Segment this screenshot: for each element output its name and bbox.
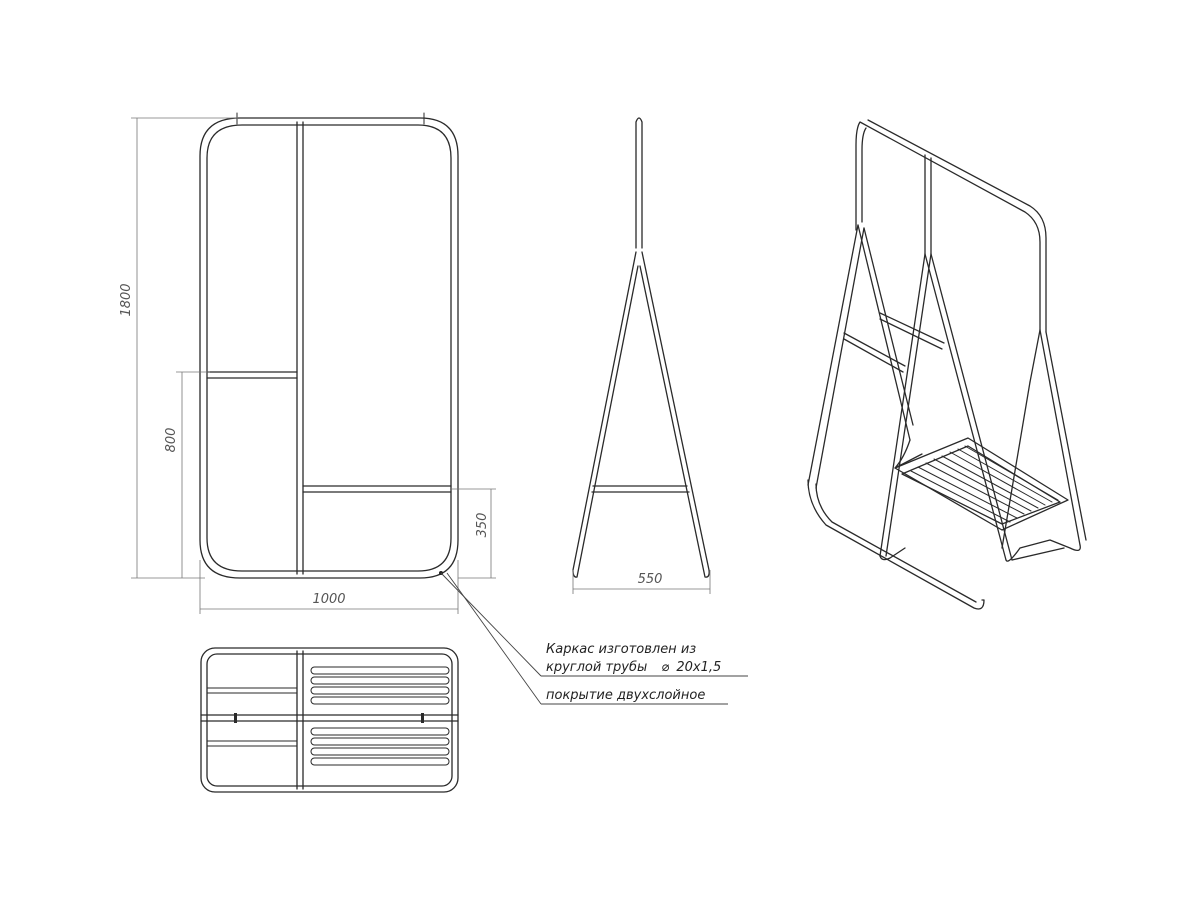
iso-crossbar-mid-b xyxy=(879,318,943,350)
front-inner-frame xyxy=(206,124,452,572)
dimension-height-mid: 800 xyxy=(164,371,210,578)
iso-mid-leg-right-a xyxy=(924,253,1007,561)
notes-block: Каркас изготовлен из круглой трубы ⌀ 20х… xyxy=(439,571,748,705)
dimension-width-front: 1000 xyxy=(199,560,459,614)
top-pin-left xyxy=(234,713,237,723)
dimension-width-side-label: 550 xyxy=(638,572,663,587)
leader-frame xyxy=(440,572,542,677)
side-view: 550 xyxy=(572,117,711,594)
front-view: 1800 800 350 1000 xyxy=(119,112,496,614)
iso-crossbar-front-a xyxy=(843,332,906,367)
iso-mid-leg-right-b xyxy=(930,253,1013,561)
dimension-height-shelf: 350 xyxy=(452,488,496,579)
top-inner-frame xyxy=(206,653,453,787)
iso-rear-leg-left xyxy=(1029,329,1041,383)
top-outer-frame xyxy=(200,647,459,793)
iso-frame-outer xyxy=(807,121,1041,610)
iso-crossbar-mid-a xyxy=(879,312,945,344)
iso-shelf-curve xyxy=(894,439,923,469)
note-frame-line1: Каркас изготовлен из xyxy=(546,642,696,657)
iso-runner-front xyxy=(879,547,906,561)
iso-runner-rear-inner xyxy=(1011,547,1065,561)
dimension-width-front-label: 1000 xyxy=(312,592,345,607)
isometric-view xyxy=(807,119,1087,610)
side-post xyxy=(635,117,643,249)
diameter-symbol: ⌀ xyxy=(661,660,669,675)
iso-mid-leg-left-b xyxy=(885,253,932,557)
dimension-width-side: 550 xyxy=(572,570,711,594)
dimension-height-total-label: 1800 xyxy=(119,283,134,316)
top-pin-right xyxy=(421,713,424,723)
note-coating: покрытие двухслойное xyxy=(546,688,705,703)
iso-rear-leg-right-a xyxy=(1039,329,1081,546)
iso-front-leg-right-a xyxy=(857,224,911,441)
dimension-height-total: 1800 xyxy=(119,117,238,579)
iso-runner-rear xyxy=(1005,539,1081,562)
note-frame-material: круглой трубы xyxy=(546,660,647,675)
dimension-height-shelf-label: 350 xyxy=(475,513,490,538)
side-leg-right xyxy=(639,251,710,578)
iso-front-leg-left-a xyxy=(807,224,859,486)
iso-front-leg-right-b xyxy=(863,227,914,426)
note-frame-line2: круглой трубы ⌀ 20х1,5 xyxy=(546,660,721,675)
iso-crossbar-front-b xyxy=(843,338,904,373)
front-outer-frame xyxy=(199,117,459,579)
dimension-height-mid-label: 800 xyxy=(164,428,179,453)
iso-rear-leg-right-b xyxy=(1045,331,1087,541)
top-shelf-slats xyxy=(310,666,450,766)
iso-shelf xyxy=(894,437,1069,531)
iso-front-leg-left-b xyxy=(815,227,865,489)
iso-mid-leg-left-a xyxy=(879,253,926,557)
top-view xyxy=(200,647,459,793)
side-leg-left xyxy=(572,251,639,578)
leader-coating xyxy=(446,572,542,705)
note-frame-tube-size: 20х1,5 xyxy=(676,660,721,675)
